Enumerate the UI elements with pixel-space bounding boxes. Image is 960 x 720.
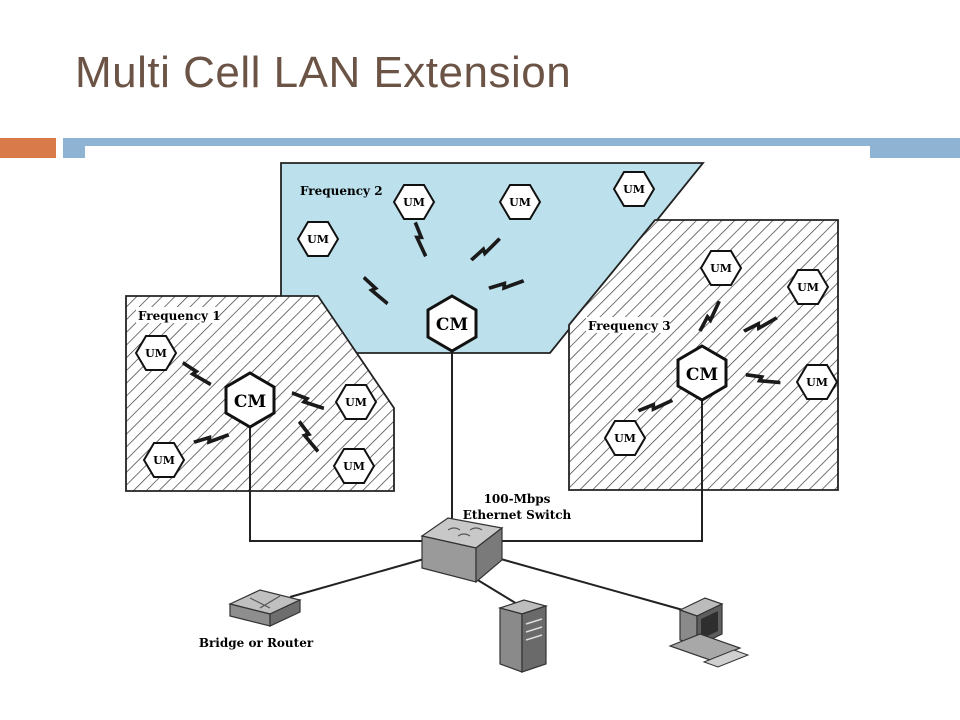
svg-text:UM: UM (145, 347, 167, 360)
um-node: UM (786, 269, 830, 305)
cm-label: CM (234, 392, 267, 412)
accent-bar-orange (0, 138, 56, 158)
server-icon (497, 599, 549, 673)
um-node: UM (795, 364, 839, 400)
bridge-router-icon (228, 589, 302, 627)
cm-label: CM (686, 365, 719, 385)
svg-text:UM: UM (343, 460, 365, 473)
cm-cell-3: CM (676, 344, 728, 402)
um-node: UM (612, 171, 656, 207)
svg-text:UM: UM (153, 454, 175, 467)
cm-label: CM (436, 315, 469, 335)
svg-text:UM: UM (307, 233, 329, 246)
frequency-1-label: Frequency 1 (138, 309, 221, 323)
um-node: UM (296, 221, 340, 257)
svg-text:UM: UM (806, 376, 828, 389)
workstation-icon (668, 597, 750, 668)
frequency-2-label: Frequency 2 (300, 184, 383, 198)
um-node: UM (699, 250, 743, 286)
um-node: UM (334, 384, 378, 420)
svg-text:UM: UM (710, 262, 732, 275)
cell-frequency-2: Frequency 2 (280, 162, 705, 354)
slide-title: Multi Cell LAN Extension (75, 48, 572, 97)
um-node: UM (134, 335, 178, 371)
svg-text:UM: UM (345, 396, 367, 409)
accent-bar-blue-right (870, 138, 960, 158)
svg-text:UM: UM (509, 196, 531, 209)
bridge-router-label: Bridge or Router (199, 636, 314, 650)
svg-text:UM: UM (797, 281, 819, 294)
wired-links (249, 345, 703, 613)
svg-text:UM: UM (623, 183, 645, 196)
um-node: UM (392, 184, 436, 220)
cm-cell-2: CM (426, 294, 478, 353)
frequency-3-label: Frequency 3 (588, 319, 671, 333)
cm-cell-1: CM (224, 371, 276, 429)
um-node: UM (142, 442, 186, 478)
accent-bar-blue (63, 138, 870, 146)
svg-text:UM: UM (614, 432, 636, 445)
um-node: UM (603, 420, 647, 456)
switch-label-speed: 100-Mbps (484, 492, 551, 506)
um-node: UM (332, 448, 376, 484)
switch-label-type: Ethernet Switch (463, 508, 572, 522)
um-node: UM (498, 184, 542, 220)
accent-bar-blue-stub (63, 146, 85, 158)
switch-icon (420, 517, 504, 584)
svg-text:UM: UM (403, 196, 425, 209)
